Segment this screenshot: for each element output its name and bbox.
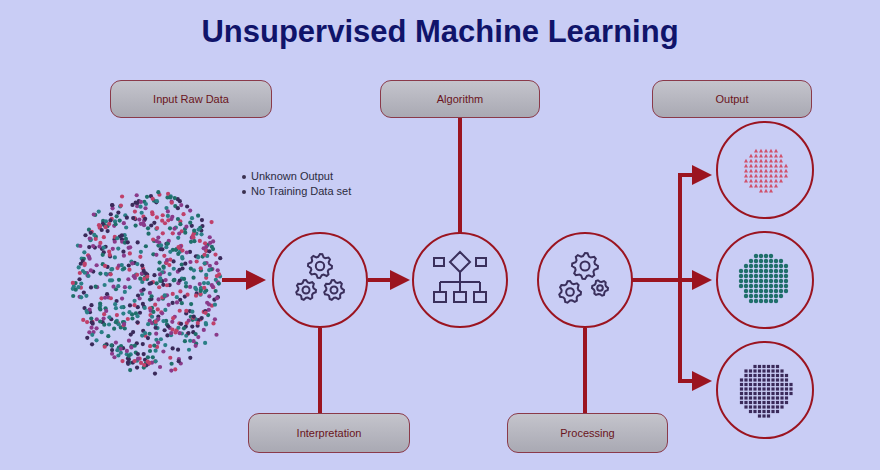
step-box: Input Raw Data	[110, 80, 272, 118]
note-text: Unknown Output	[251, 170, 333, 182]
step-box: Interpretation	[248, 413, 410, 453]
box-label: Processing	[560, 427, 614, 439]
icons	[296, 252, 608, 303]
step-box: Processing	[507, 413, 668, 453]
flow-lines	[222, 118, 708, 413]
box-label: Interpretation	[297, 427, 362, 439]
box-label: Input Raw Data	[153, 93, 229, 105]
bullets	[242, 175, 246, 194]
page-title: Unsupervised Machine Learning	[0, 14, 880, 50]
step-box: Output	[652, 80, 812, 118]
note-text: No Training Data set	[251, 185, 351, 197]
box-label: Output	[715, 93, 748, 105]
output-clusters	[739, 149, 793, 418]
raw-data-scatter	[71, 190, 223, 376]
step-circles	[273, 122, 813, 438]
step-box: Algorithm	[380, 80, 540, 118]
box-label: Algorithm	[437, 93, 483, 105]
